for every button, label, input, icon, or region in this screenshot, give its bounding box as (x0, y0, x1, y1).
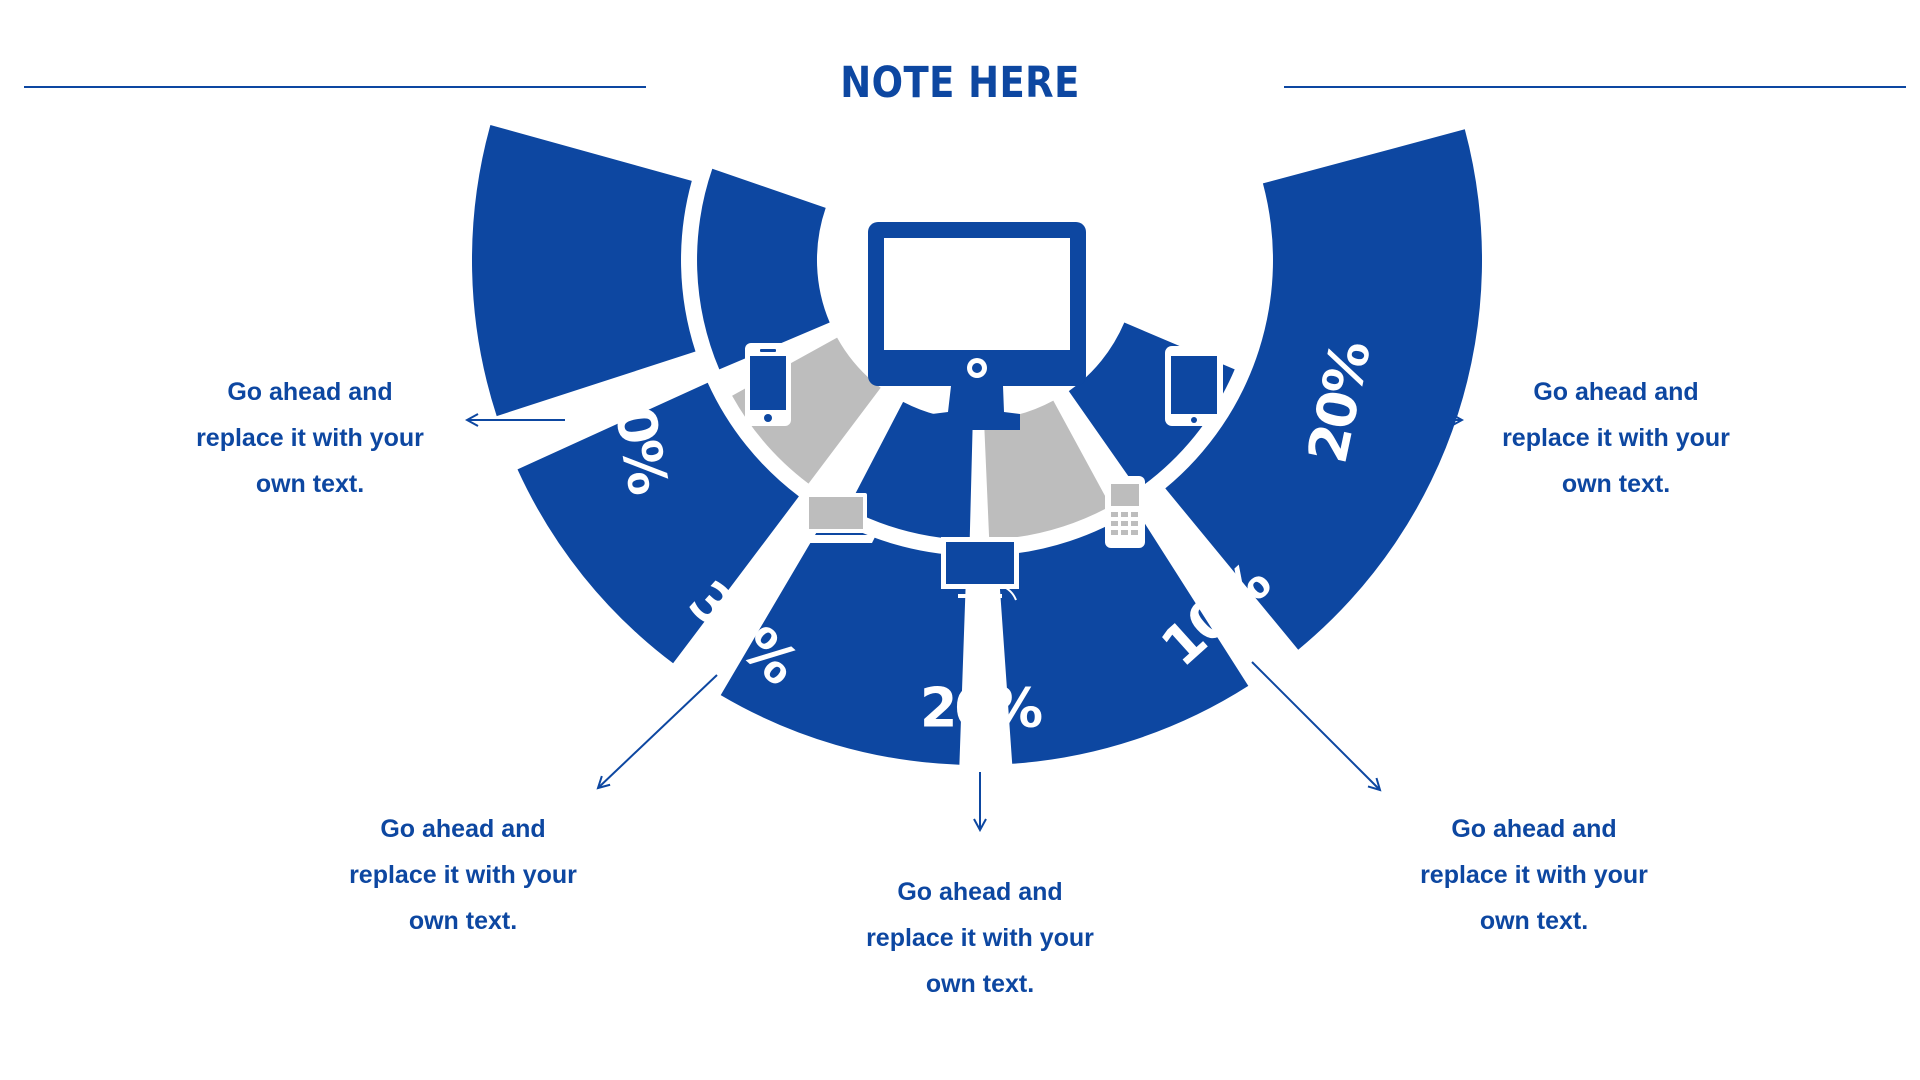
note-bottom: Go ahead and replace it with your own text… (820, 869, 1140, 1007)
feature-phone-icon (1105, 476, 1145, 548)
callout-arrows (467, 420, 1462, 830)
tv-icon (941, 537, 1019, 601)
outer-segment-bottom (720, 515, 967, 765)
inner-segment-bottom-right (984, 400, 1111, 540)
percent-label-bottom: 20% (920, 677, 1042, 740)
note-bottom-right: Go ahead and replace it with your own text… (1374, 806, 1694, 944)
header-line-left (24, 86, 646, 88)
note-line: Go ahead and (380, 815, 546, 843)
inner-segment-bottom (847, 401, 973, 540)
note-bottom-left: Go ahead and replace it with your own text… (303, 806, 623, 944)
note-line: Go ahead and (1451, 815, 1617, 843)
note-line: Go ahead and (897, 878, 1063, 906)
note-line: replace it with your (196, 424, 424, 452)
note-left: Go ahead and replace it with your own text… (150, 369, 470, 507)
inner-segment-bottom-left (732, 337, 881, 484)
note-line: own text. (1561, 470, 1671, 498)
note-line: Go ahead and (227, 378, 393, 406)
tablet-icon (1165, 346, 1223, 426)
callout-arrow-bottom-left (598, 674, 718, 788)
page-title: NOTE HERE (840, 58, 1080, 108)
note-line: replace it with your (866, 924, 1094, 952)
callout-arrow-bottom-right (1251, 661, 1380, 790)
note-line: own text. (255, 470, 365, 498)
note-right: Go ahead and replace it with your own text… (1456, 369, 1776, 507)
laptop-icon (796, 493, 876, 543)
outer-segment-left (471, 125, 696, 417)
ring-segments (471, 125, 1483, 765)
smartphone-icon (745, 343, 791, 426)
outer-segment-right (1165, 129, 1483, 650)
note-line: replace it with your (349, 861, 577, 889)
note-line: Go ahead and (1533, 378, 1699, 406)
note-line: own text. (925, 970, 1035, 998)
note-line: own text. (408, 907, 518, 935)
outer-segment-bottom-right (997, 509, 1249, 764)
note-line: replace it with your (1502, 424, 1730, 452)
note-line: own text. (1479, 907, 1589, 935)
outer-segment-bottom-left (517, 382, 799, 664)
inner-segment-left (697, 168, 830, 370)
note-line: replace it with your (1420, 861, 1648, 889)
device-icons (745, 222, 1223, 601)
header-line-right (1284, 86, 1906, 88)
desktop-monitor-icon (868, 222, 1086, 430)
